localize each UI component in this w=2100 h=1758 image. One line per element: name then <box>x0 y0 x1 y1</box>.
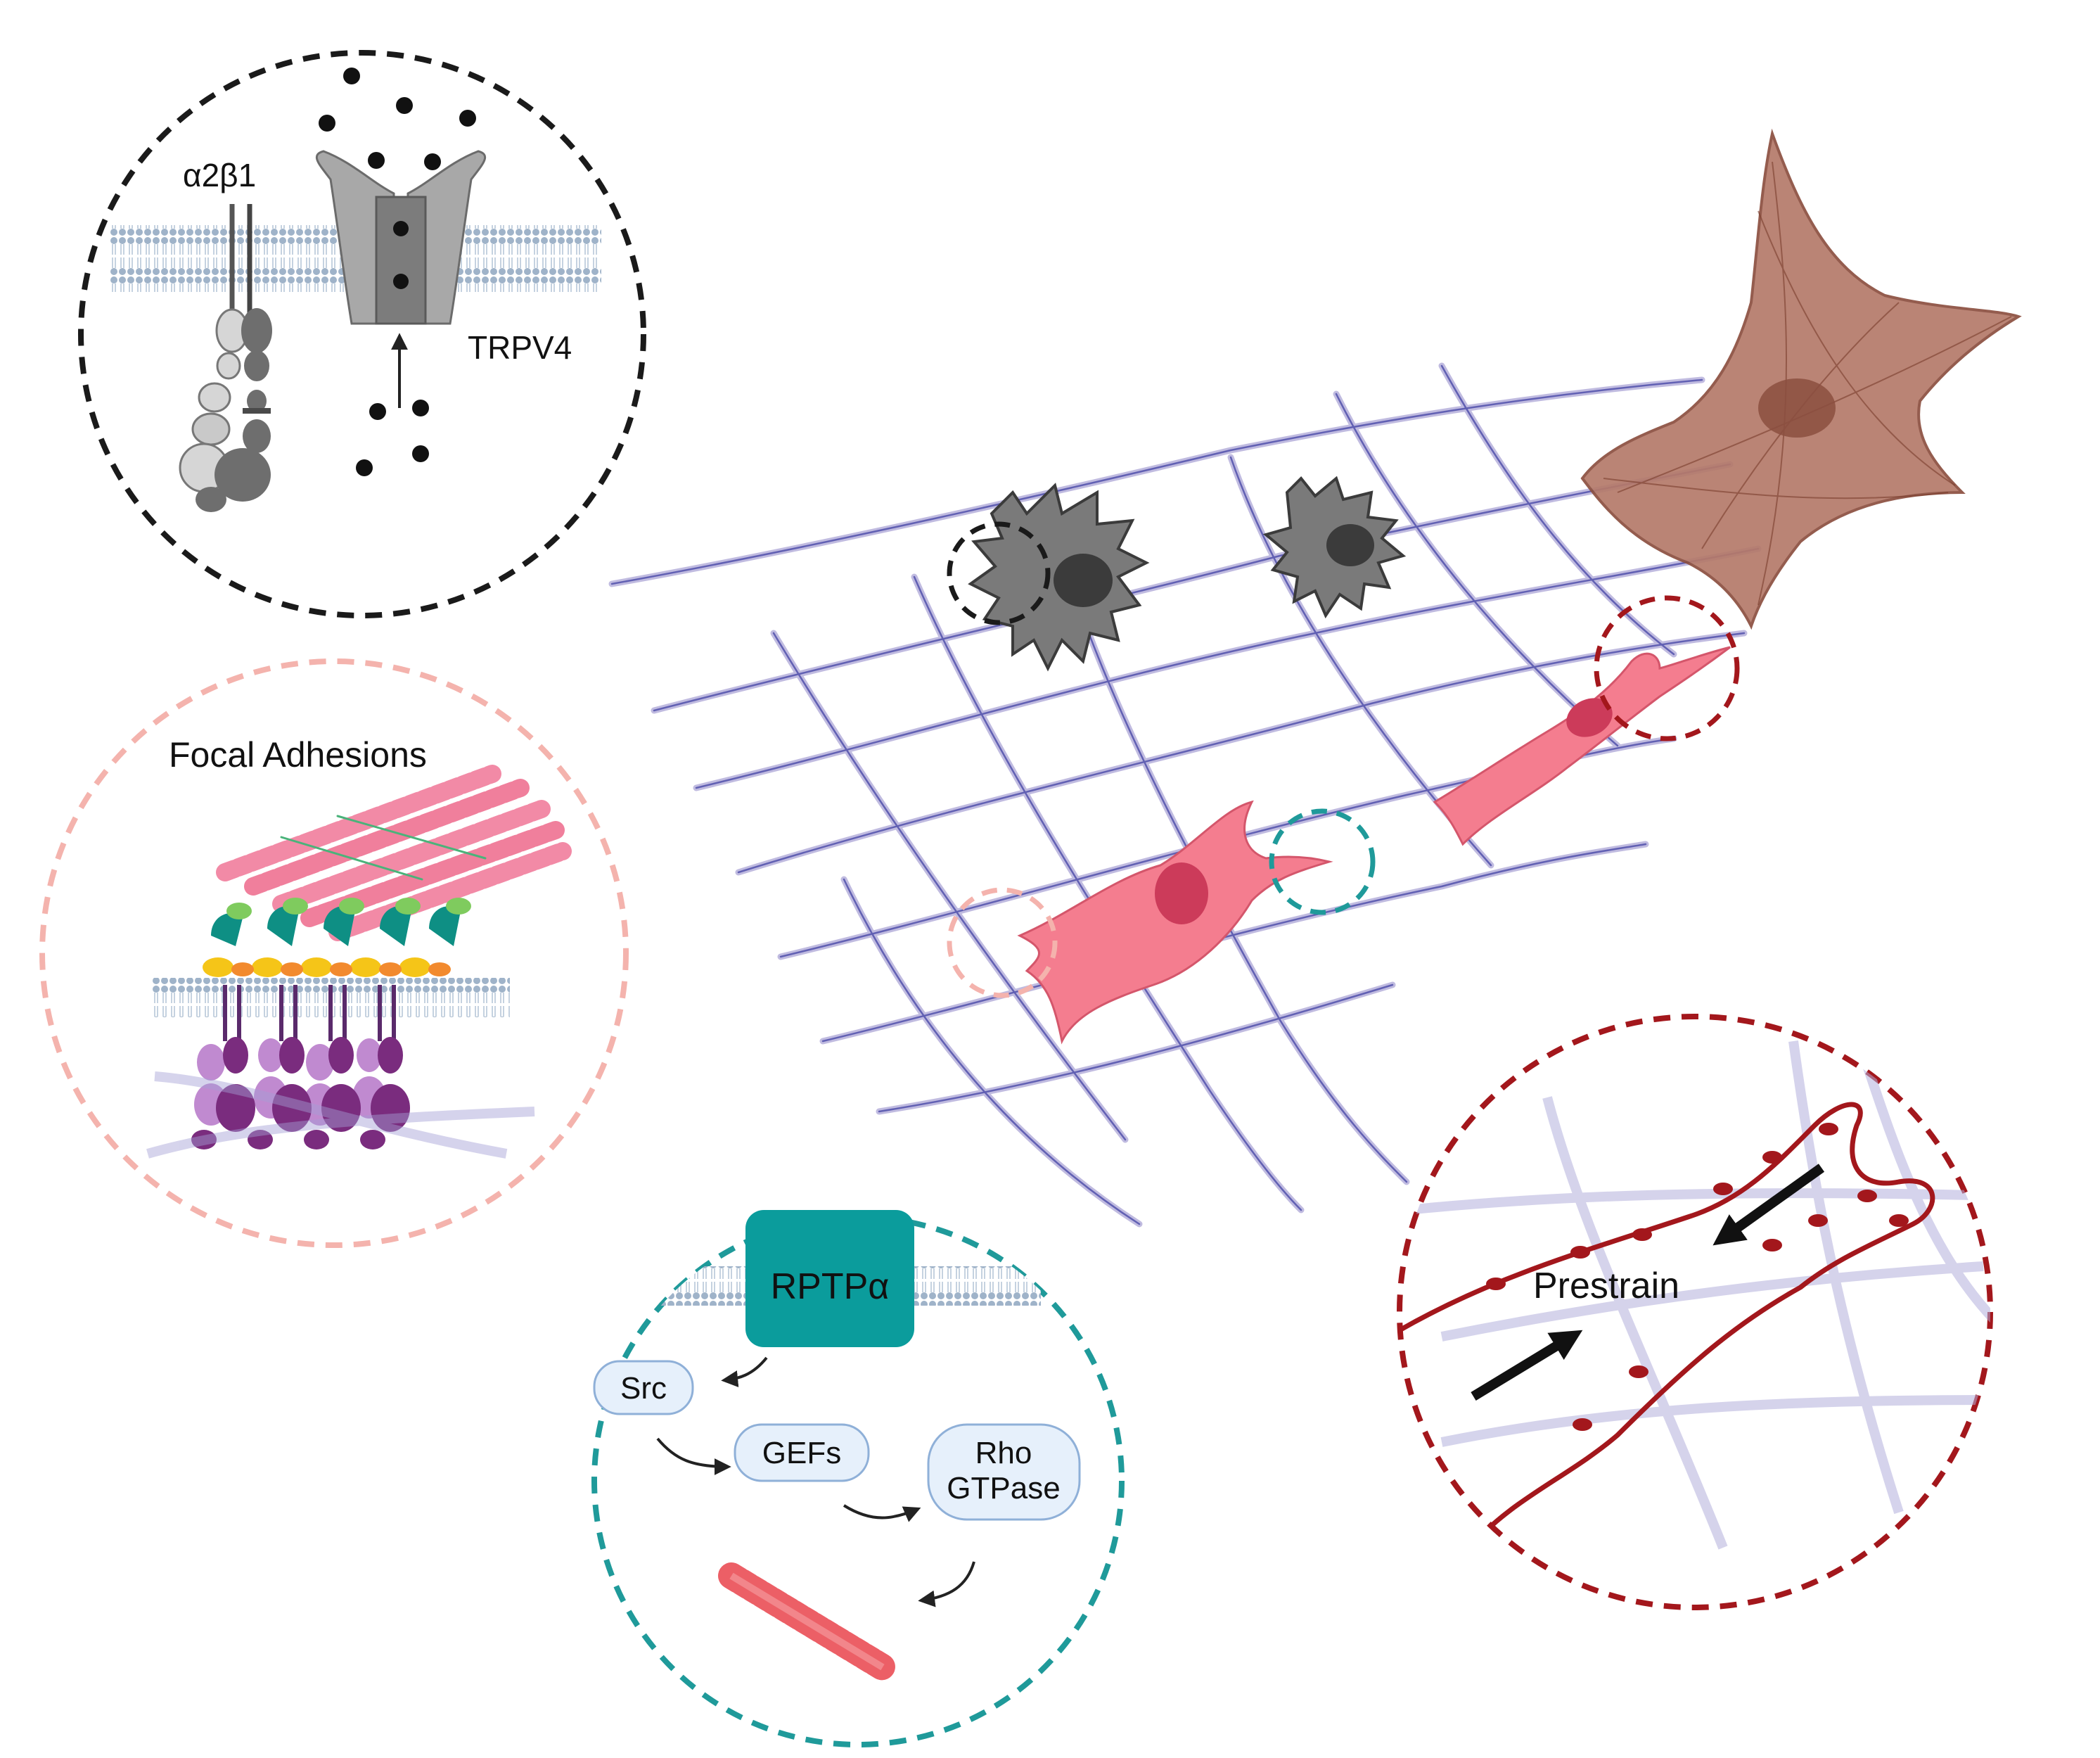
calcium-ions <box>319 68 476 476</box>
arrow-src-to-gefs <box>656 1437 731 1475</box>
rptp-label: RPTPα <box>771 1266 890 1307</box>
panel-rptp-signaling: RPTPα Src GEFs Rho GTPase <box>591 1210 1125 1747</box>
focal-adhesions-label: Focal Adhesions <box>169 735 427 775</box>
panel-prestrain: Prestrain <box>1397 1014 1993 1610</box>
rho-gtpase-node <box>927 1423 1081 1521</box>
myofibroblast-cell <box>1580 128 2022 630</box>
prestrain-arrow-left <box>1712 1164 1825 1246</box>
arrow-rho-to-actin <box>918 1561 975 1607</box>
integrin-icon <box>191 985 410 1149</box>
src-label: Src <box>620 1371 667 1406</box>
trpv4-label: TRPV4 <box>468 329 572 366</box>
arrow-rptp-to-src <box>721 1356 768 1388</box>
rptp-box <box>745 1210 914 1347</box>
zoom-marker-black <box>947 521 1051 625</box>
integrin-icon <box>179 204 272 512</box>
prestrain-arrow-right <box>1471 1330 1583 1401</box>
panel-focal-adhesions: Focal Adhesions <box>39 658 629 1248</box>
integrin-label: α2β1 <box>183 157 256 193</box>
panel-trpv4: α2β1 TRPV4 <box>78 50 646 618</box>
rho-label-line1: Rho <box>975 1436 1032 1470</box>
zoom-marker-red <box>1594 595 1740 741</box>
actin-filament-icon <box>718 1562 896 1681</box>
fibroblast-cell <box>1017 646 1731 1045</box>
ion-channel-icon <box>315 150 487 325</box>
macrophage-cell <box>968 476 1407 672</box>
arrow-gefs-to-rho <box>843 1504 921 1522</box>
collagen-network <box>608 362 1762 1228</box>
adaptor-proteins <box>203 898 471 977</box>
zoom-marker-teal <box>1269 808 1376 915</box>
rho-label-line2: GTPase <box>947 1471 1060 1505</box>
fibroblast-cell <box>1400 1102 1935 1550</box>
zoom-marker-pink <box>947 887 1058 998</box>
prestrain-label: Prestrain <box>1533 1266 1679 1306</box>
gefs-node <box>734 1423 870 1482</box>
gefs-label: GEFs <box>762 1436 841 1470</box>
src-node <box>593 1360 694 1415</box>
